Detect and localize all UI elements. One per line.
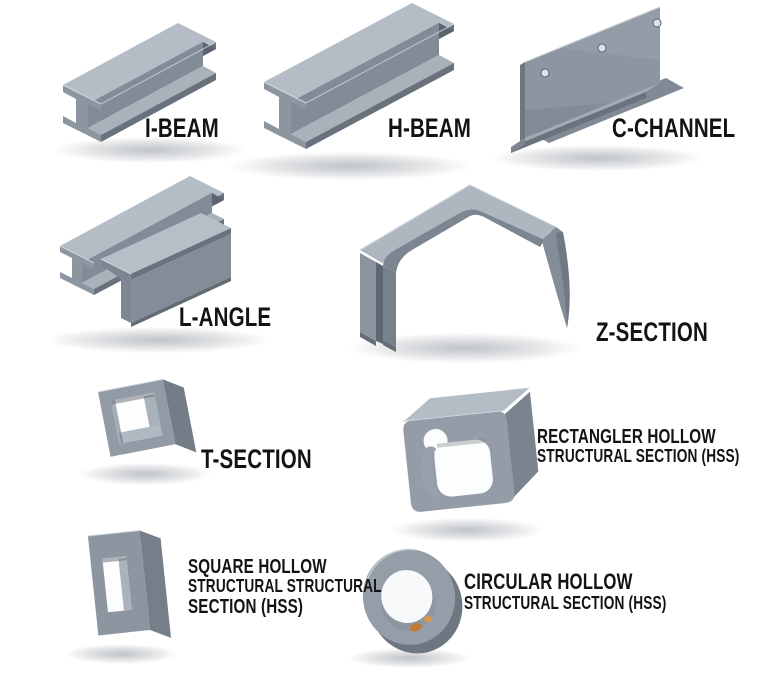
i-beam-illustration (62, 23, 217, 142)
label-square-hss: SQUARE HOLLOW STRUCTURAL STRUCTURAL SECT… (188, 556, 382, 618)
label-l-angle: L-ANGLE (179, 302, 272, 332)
label-i-beam: I-BEAM (145, 113, 219, 143)
t-section-illustration (97, 378, 197, 457)
rust-spot (423, 616, 432, 623)
l-angle-front-angle (100, 213, 231, 327)
rectangular-hss-illustration (402, 387, 539, 512)
square-hss-illustration (87, 530, 172, 638)
label-z-section: Z-SECTION (596, 317, 708, 347)
label-circular-hss: CIRCULAR HOLLOW STRUCTURAL SECTION (HSS) (464, 569, 667, 613)
label-rectangular-hss: RECTANGLER HOLLOW STRUCTURAL SECTION (HS… (537, 426, 740, 466)
h-beam-illustration (263, 3, 455, 149)
c-channel-illustration (511, 6, 684, 153)
z-section-illustration (359, 184, 570, 352)
label-c-channel: C-CHANNEL (612, 113, 736, 143)
circular-hss-illustration (362, 548, 463, 654)
label-t-section: T-SECTION (201, 444, 312, 474)
rust-spot (409, 623, 422, 632)
label-h-beam: H-BEAM (388, 113, 471, 143)
